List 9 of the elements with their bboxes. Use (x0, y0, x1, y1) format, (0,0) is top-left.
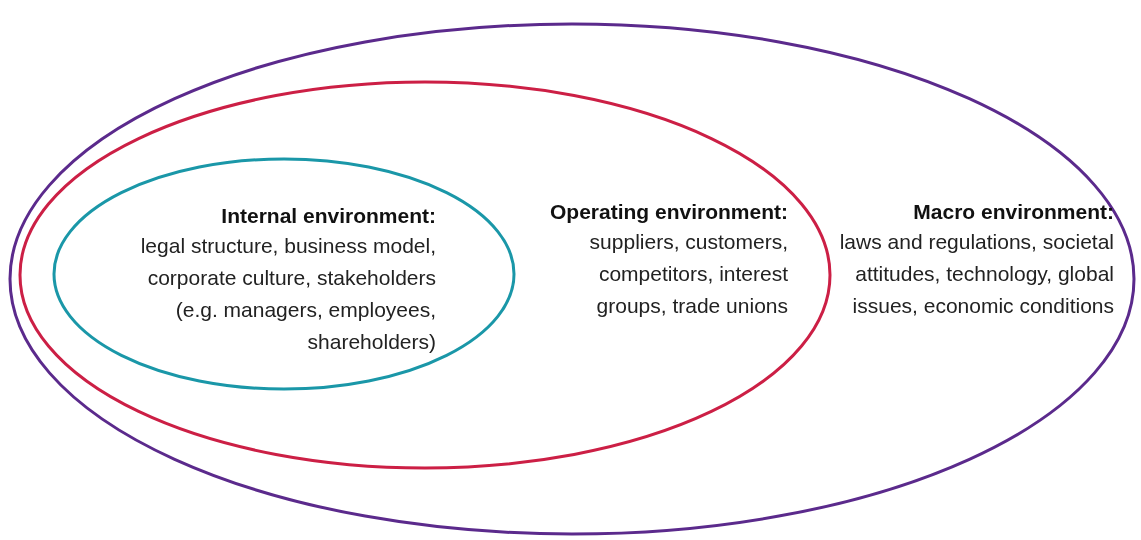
region-description: laws and regulations, societal attitudes, technology, global issues, economic conditions (838, 229, 1114, 319)
region-description: legal structure, business model, corporate culture, stakeholders (e.g. managers, employees, shareholders) (139, 233, 436, 355)
ellipse-region (18, 80, 832, 470)
region-heading: Macro environment: (912, 199, 1114, 225)
region-heading: Operating environment: (548, 199, 788, 225)
ellipse-region (52, 157, 516, 391)
region-heading: Internal environment: (220, 203, 436, 229)
ellipse-region (8, 22, 1136, 536)
region-description: suppliers, customers, competitors, interest groups, trade unions (588, 229, 788, 319)
